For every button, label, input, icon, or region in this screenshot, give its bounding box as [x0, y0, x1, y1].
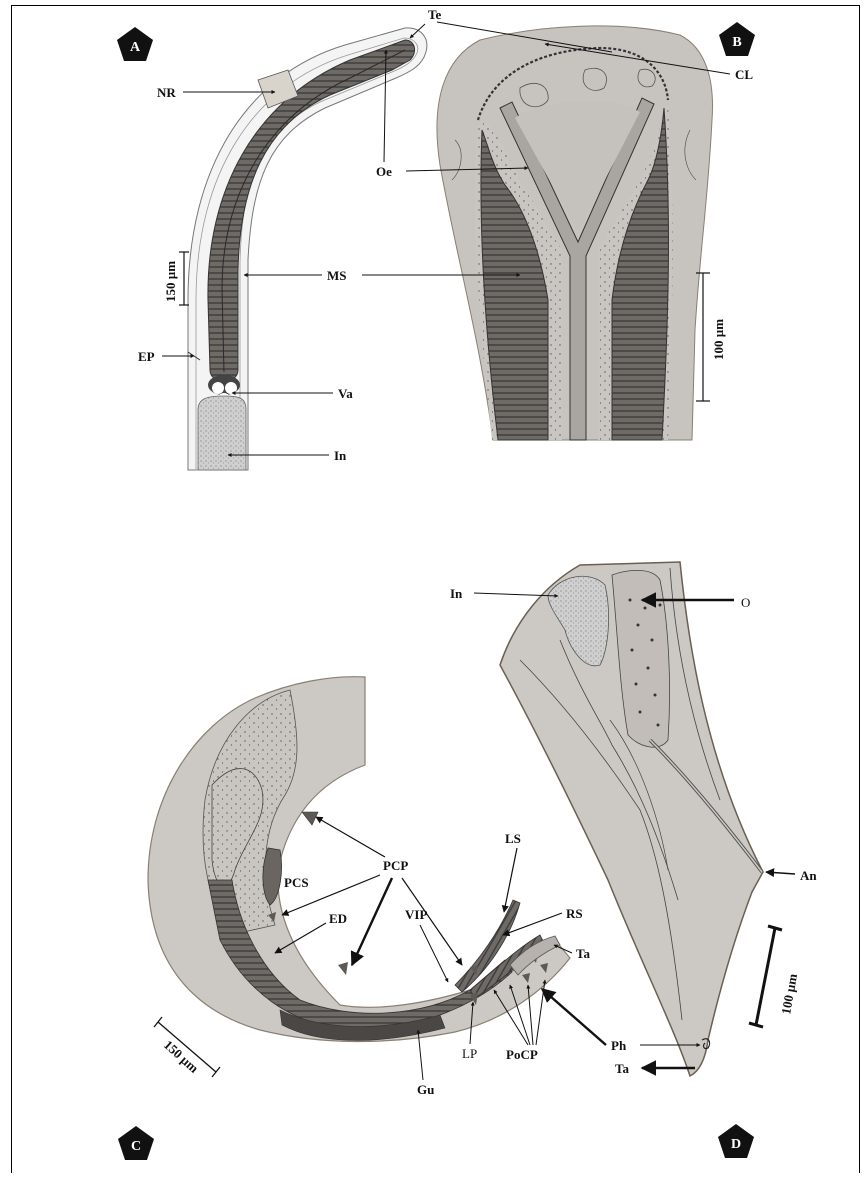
- label-lp: LP: [462, 1046, 477, 1061]
- label-nr: NR: [157, 85, 176, 100]
- label-cl: CL: [735, 67, 753, 82]
- label-ta-d: Ta: [615, 1061, 629, 1076]
- panel-a: A Te NR Oe MS EP Va In: [117, 7, 441, 470]
- panel-c-papilla: [302, 812, 318, 825]
- label-va: Va: [338, 386, 353, 401]
- panel-d-badge: D: [718, 1124, 754, 1158]
- label-ls: LS: [505, 831, 521, 846]
- label-pocp: PoCP: [506, 1047, 538, 1062]
- label-te: Te: [428, 7, 441, 22]
- label-rs: RS: [566, 906, 583, 921]
- label-an: An: [800, 868, 817, 883]
- panel-c-letter: C: [131, 1139, 141, 1154]
- label-ms-a: MS: [327, 268, 347, 283]
- panel-c-badge: C: [118, 1126, 154, 1160]
- panel-d-scale-bar: 100 µm: [749, 926, 800, 1027]
- panel-a-scale-label: 150 µm: [163, 261, 178, 302]
- panel-a-letter: A: [130, 40, 141, 55]
- panel-b-scale-bar: 100 µm: [696, 273, 726, 401]
- panel-d-letter: D: [731, 1137, 741, 1152]
- label-vip: VIP: [405, 907, 427, 922]
- label-ed: ED: [329, 911, 347, 926]
- panel-b-badge: B: [719, 22, 755, 56]
- panel-b-scale-label: 100 µm: [711, 319, 726, 360]
- panel-b-letter: B: [732, 35, 741, 50]
- label-gu: Gu: [417, 1082, 434, 1097]
- panel-c: C PCP PCS ED VIP: [118, 677, 590, 1160]
- label-ta-c: Ta: [576, 946, 590, 961]
- panel-b: B CL 100 µm: [362, 22, 755, 440]
- label-ph: Ph: [611, 1038, 627, 1053]
- label-in-a: In: [334, 448, 347, 463]
- label-pcp: PCP: [383, 858, 408, 873]
- label-ep: EP: [138, 349, 155, 364]
- label-in-d: In: [450, 586, 463, 601]
- panel-c-scale-bar: 150 µm: [154, 1017, 220, 1077]
- label-pcs: PCS: [284, 875, 309, 890]
- panel-a-badge: A: [117, 27, 153, 61]
- label-o: O: [741, 595, 750, 610]
- panel-d: D In O An Ph Ta: [450, 562, 817, 1158]
- panel-a-scale-bar: 150 µm: [163, 252, 189, 305]
- label-oe: Oe: [376, 164, 392, 179]
- panel-d-scale-label: 100 µm: [778, 972, 800, 1015]
- panel-a-intestine: [198, 396, 246, 470]
